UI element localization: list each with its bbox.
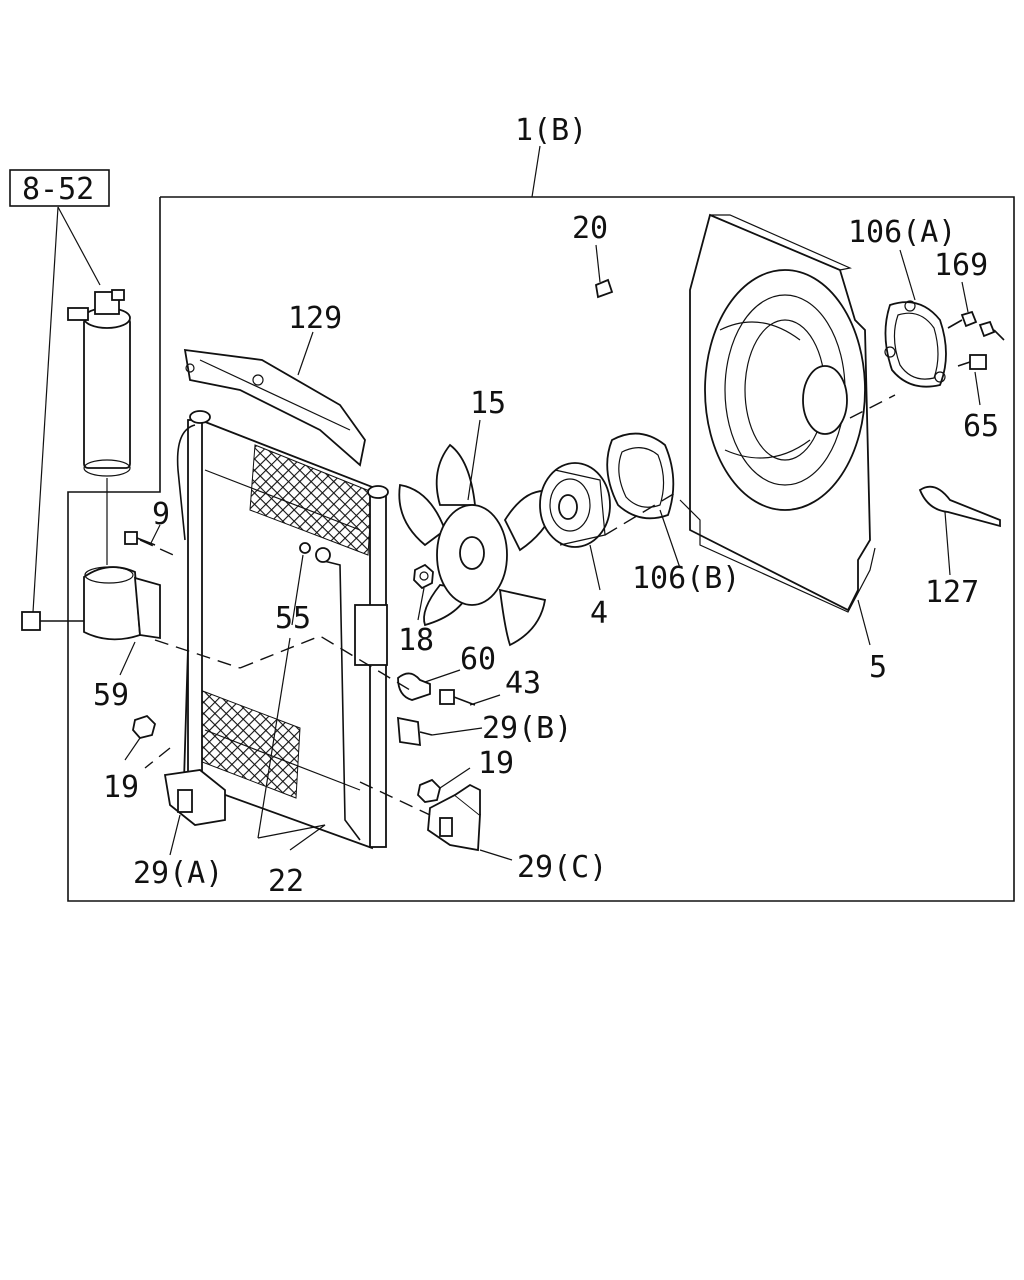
fan-shroud <box>679 213 876 613</box>
centerline-shroud <box>849 394 896 419</box>
screw-65 <box>957 354 987 370</box>
callout-label: 43 <box>505 666 541 701</box>
screws-169 <box>947 310 1005 341</box>
leader-bolt <box>32 206 59 613</box>
callout-label: 59 <box>93 678 129 713</box>
callout-label: 20 <box>572 211 608 246</box>
leader-lines <box>119 244 981 861</box>
callout-label: 9 <box>152 497 170 532</box>
cable-tie <box>918 485 1001 528</box>
centerline-condenser <box>239 635 411 691</box>
gasket-106b <box>606 432 675 520</box>
gasket-106a <box>884 300 947 388</box>
bracket-29a <box>163 769 226 826</box>
callout-label: 5 <box>869 650 887 685</box>
centerline-29a <box>144 747 171 769</box>
drier-bracket <box>21 566 161 641</box>
assembly-label: 1(B) <box>515 113 587 148</box>
callout-label: 65 <box>963 409 999 444</box>
bolt-43 <box>439 689 476 706</box>
nut-19-right <box>417 778 441 803</box>
leader-receiver <box>57 206 101 286</box>
callout-label: 29(A) <box>133 856 223 891</box>
upper-bracket <box>183 348 366 467</box>
centerline-59 <box>154 639 241 669</box>
condenser <box>176 410 389 850</box>
reference-box-label: 8-52 <box>22 172 94 207</box>
assembly-frame <box>67 196 1015 902</box>
bolt-9 <box>124 531 156 546</box>
callout-label: 22 <box>268 864 304 899</box>
callout-label: 106(B) <box>632 561 740 596</box>
callout-label: 55 <box>275 601 311 636</box>
callout-label: 127 <box>925 575 979 610</box>
callout-label: 29(B) <box>482 711 572 746</box>
callout-label: 19 <box>103 770 139 805</box>
fan-motor <box>539 462 611 548</box>
leader-assembly <box>531 145 541 198</box>
callout-label: 169 <box>934 248 988 283</box>
callout-label: 60 <box>460 642 496 677</box>
centerline-9 <box>139 539 181 559</box>
callout-label: 15 <box>470 386 506 421</box>
callout-label: 18 <box>398 623 434 658</box>
bracket-29c <box>427 783 481 852</box>
callout-label: 4 <box>590 596 608 631</box>
receiver-drier <box>67 289 131 565</box>
nut-18 <box>413 563 434 590</box>
nut-19-left <box>132 714 157 740</box>
callout-label: 106(A) <box>848 215 956 250</box>
callout-label: 29(C) <box>517 850 607 885</box>
bracket-29b <box>397 716 433 747</box>
fan-blade <box>398 443 562 647</box>
reference-box <box>9 169 110 207</box>
clip-20 <box>594 278 614 299</box>
clamp-60 <box>397 672 431 701</box>
centerline-29c <box>359 781 431 816</box>
callout-label: 129 <box>288 301 342 336</box>
centerline-motor <box>604 489 681 536</box>
callout-label: 19 <box>478 746 514 781</box>
